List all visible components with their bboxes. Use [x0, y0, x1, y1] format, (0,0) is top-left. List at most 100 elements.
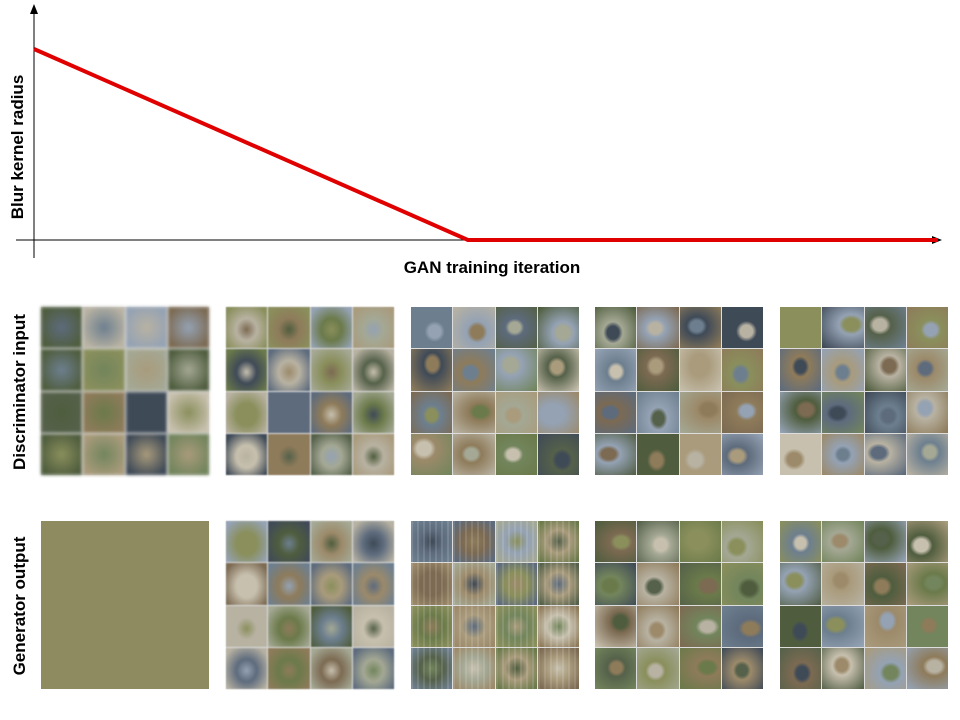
sample-image	[41, 433, 83, 475]
discriminator-panel-4	[595, 307, 763, 475]
sample-image	[822, 349, 864, 391]
row-label-generator: Generator output	[10, 536, 29, 676]
sample-image	[637, 605, 679, 647]
sample-image	[780, 307, 822, 349]
sample-image	[780, 433, 822, 475]
sample-image	[310, 391, 352, 433]
sample-image	[595, 349, 637, 391]
sample-image	[268, 349, 310, 391]
sample-image	[637, 563, 679, 605]
sample-image	[780, 605, 822, 647]
sample-image	[679, 391, 721, 433]
sample-image	[352, 563, 394, 605]
sample-image	[453, 307, 495, 349]
sample-image	[780, 521, 822, 563]
sample-image	[537, 349, 579, 391]
sample-image	[637, 391, 679, 433]
sample-image	[537, 433, 579, 475]
sample-image	[721, 647, 763, 689]
sample-image	[864, 563, 906, 605]
sample-image	[125, 563, 167, 605]
sample-image	[125, 391, 167, 433]
sample-image	[310, 647, 352, 689]
sample-image	[411, 605, 453, 647]
sample-image	[226, 307, 268, 349]
sample-image	[83, 563, 125, 605]
sample-image	[453, 349, 495, 391]
y-axis-arrow	[30, 4, 38, 14]
sample-image	[411, 349, 453, 391]
sample-image	[226, 605, 268, 647]
sample-image	[537, 647, 579, 689]
sample-image	[780, 563, 822, 605]
sample-image	[537, 563, 579, 605]
sample-image	[721, 605, 763, 647]
y-axis-label: Blur kernel radius	[8, 75, 27, 220]
sample-image	[352, 307, 394, 349]
sample-image	[411, 563, 453, 605]
sample-image	[125, 521, 167, 563]
sample-image	[167, 307, 209, 349]
sample-image	[679, 349, 721, 391]
axes	[16, 4, 942, 258]
sample-image	[453, 605, 495, 647]
sample-image	[411, 307, 453, 349]
sample-image	[41, 307, 83, 349]
discriminator-panel-2	[226, 307, 394, 475]
sample-image	[41, 391, 83, 433]
sample-image	[780, 647, 822, 689]
sample-image	[679, 307, 721, 349]
sample-image	[226, 433, 268, 475]
discriminator-panel-1	[41, 307, 209, 475]
sample-image	[864, 521, 906, 563]
sample-image	[226, 391, 268, 433]
sample-image	[595, 307, 637, 349]
sample-image	[864, 647, 906, 689]
sample-image	[41, 563, 83, 605]
sample-image	[125, 307, 167, 349]
sample-image	[780, 391, 822, 433]
sample-image	[906, 349, 948, 391]
generator-panel-3	[411, 521, 579, 689]
sample-image	[679, 605, 721, 647]
sample-image	[637, 349, 679, 391]
sample-image	[226, 521, 268, 563]
sample-image	[83, 307, 125, 349]
sample-image	[125, 605, 167, 647]
sample-image	[637, 521, 679, 563]
sample-image	[453, 521, 495, 563]
sample-image	[167, 433, 209, 475]
sample-image	[721, 349, 763, 391]
sample-image	[495, 391, 537, 433]
generator-panel-1	[41, 521, 209, 689]
sample-image	[226, 647, 268, 689]
sample-image	[595, 647, 637, 689]
sample-image	[595, 391, 637, 433]
sample-image	[125, 433, 167, 475]
sample-image	[679, 521, 721, 563]
sample-image	[906, 433, 948, 475]
sample-image	[679, 647, 721, 689]
sample-image	[495, 521, 537, 563]
sample-image	[864, 349, 906, 391]
sample-image	[495, 605, 537, 647]
sample-image	[352, 605, 394, 647]
sample-image	[780, 349, 822, 391]
sample-image	[83, 647, 125, 689]
sample-image	[864, 433, 906, 475]
sample-image	[495, 307, 537, 349]
sample-image	[83, 605, 125, 647]
sample-image	[310, 521, 352, 563]
sample-image	[268, 605, 310, 647]
sample-image	[721, 307, 763, 349]
generator-panel-5	[780, 521, 948, 689]
sample-image	[637, 647, 679, 689]
sample-image	[495, 563, 537, 605]
sample-image	[352, 521, 394, 563]
sample-image	[41, 647, 83, 689]
sample-image	[411, 647, 453, 689]
sample-image	[310, 307, 352, 349]
row-label-discriminator: Discriminator input	[10, 314, 29, 470]
blur-schedule-chart: GAN training iteration Blur kernel radiu…	[8, 4, 942, 277]
sample-image	[411, 433, 453, 475]
